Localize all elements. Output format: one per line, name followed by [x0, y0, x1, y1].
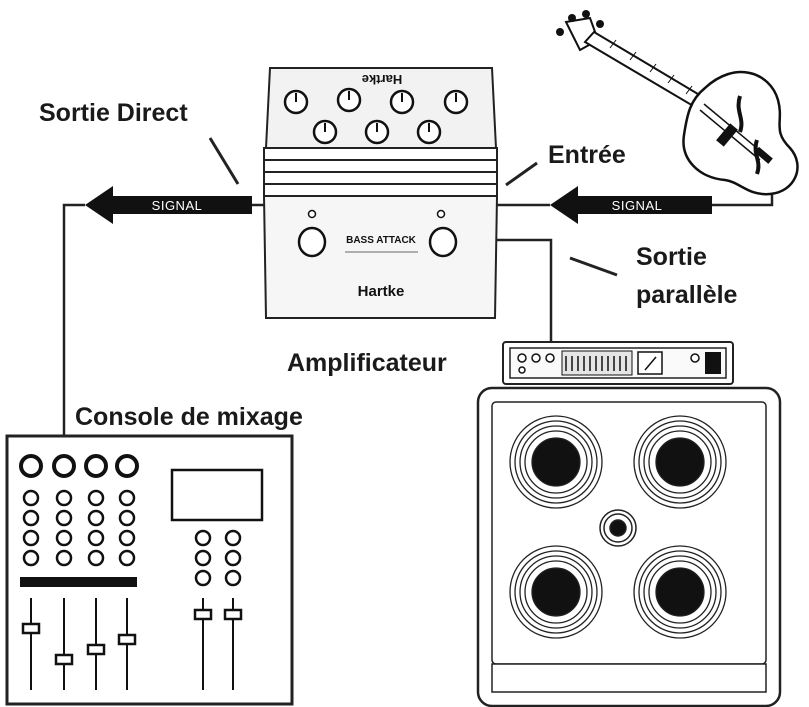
amplifier-head — [502, 341, 734, 385]
signal-arrow-left-label: SIGNAL — [152, 198, 203, 213]
speaker-woofer-top-left — [509, 415, 603, 509]
label-amplifier: Amplificateur — [287, 349, 447, 377]
cable-pedal-to-amp — [497, 238, 553, 350]
cables — [62, 165, 774, 460]
speaker-cabinet — [476, 386, 782, 707]
pedal-model: BASS ATTACK — [346, 235, 417, 246]
cable-mixer-to-pedal — [62, 203, 85, 460]
label-mixer: Console de mixage — [75, 403, 303, 431]
speaker-woofer-bottom-right — [633, 545, 727, 639]
label-parallel-out-line1: Sortie — [636, 243, 707, 271]
speaker-woofer-bottom-left — [509, 545, 603, 639]
label-direct-out: Sortie Direct — [39, 99, 188, 127]
signal-arrow-right: SIGNAL — [550, 186, 712, 224]
signal-arrow-left: SIGNAL — [85, 186, 252, 224]
speaker-tweeter — [599, 509, 637, 547]
leader-input — [505, 161, 538, 187]
leader-lines — [208, 137, 618, 277]
bass-guitar — [556, 10, 799, 196]
pedal-brand-top: Hartke — [362, 72, 402, 87]
leader-direct-out — [208, 137, 240, 185]
speaker-woofer-top-right — [633, 415, 727, 509]
signal-arrow-right-label: SIGNAL — [612, 198, 663, 213]
leader-parallel-out — [569, 256, 618, 277]
label-input: Entrée — [548, 141, 626, 169]
bass-attack-pedal: Hartke — [262, 67, 499, 319]
pedal-brand-bottom: Hartke — [358, 283, 405, 300]
mixing-console — [5, 434, 294, 706]
label-parallel-out-line2: parallèle — [636, 281, 738, 309]
